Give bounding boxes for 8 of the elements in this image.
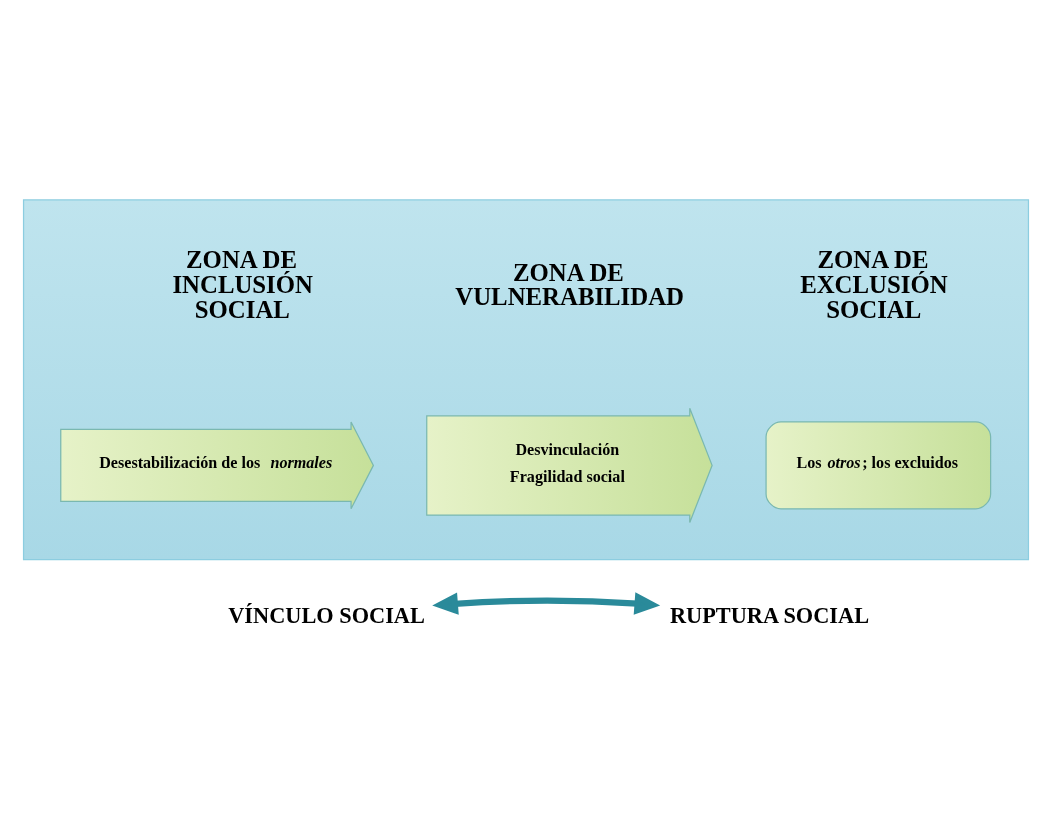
node-text: VÍNCULO SOCIAL: [228, 602, 425, 628]
node-text: ZONA DE INCLUSIÓN SOCIAL: [172, 245, 313, 323]
cluster: [22, 198, 1030, 560]
node-text: RUPTURA SOCIAL: [669, 602, 870, 628]
node-text: ZONA DE VULNERABILIDAD: [455, 258, 684, 310]
node-box: Los otros; los excluidos: [765, 420, 992, 509]
node-text: ZONA DE EXCLUSIÓN SOCIAL: [800, 245, 948, 323]
arrow: [432, 591, 661, 615]
